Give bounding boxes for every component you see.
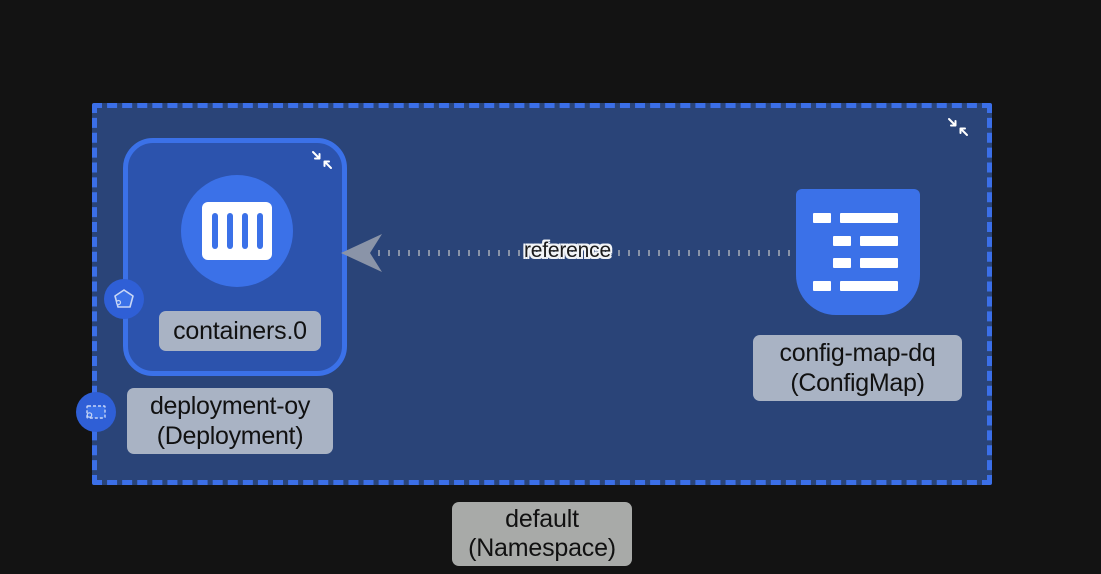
configmap-key-bar	[813, 213, 831, 223]
containers-child-label: containers.0	[173, 316, 307, 345]
container-bars-glyph	[202, 202, 272, 260]
configmap-value-bar	[860, 258, 898, 269]
configmap-icon-row	[813, 235, 903, 246]
container-bar	[211, 213, 218, 249]
container-bar	[256, 213, 263, 249]
configmap-key-bar	[813, 280, 831, 291]
deployment-label-chip[interactable]: deployment-oy (Deployment)	[127, 388, 333, 454]
dashed-rect-glyph	[86, 405, 106, 419]
configmap-icon-row	[813, 213, 903, 223]
configmap-name: config-map-dq	[779, 339, 936, 367]
configmap-key-bar	[833, 235, 851, 246]
pentagon-container-icon[interactable]	[104, 279, 144, 319]
configmap-icon-row	[813, 258, 903, 269]
configmap-value-bar	[840, 280, 898, 291]
collapse-icon[interactable]	[947, 117, 969, 137]
collapse-icon[interactable]	[311, 150, 333, 170]
deployment-kind: (Deployment)	[156, 422, 304, 450]
configmap-label-chip[interactable]: config-map-dq (ConfigMap)	[753, 335, 962, 401]
namespace-name: default	[505, 505, 579, 533]
containers-child-chip[interactable]: containers.0	[159, 311, 321, 351]
deployment-name: deployment-oy	[149, 392, 311, 420]
configmap-icon-row	[813, 280, 903, 291]
configmap-key-bar	[833, 258, 851, 269]
namespace-kind: (Namespace)	[468, 534, 616, 562]
pentagon-glyph	[114, 289, 134, 308]
namespace-label-chip[interactable]: default (Namespace)	[452, 502, 632, 566]
reference-edge-label: reference	[524, 239, 611, 262]
configmap-icon-rows	[796, 189, 920, 315]
configmap-list-icon[interactable]	[796, 189, 920, 315]
configmap-value-bar	[840, 213, 898, 223]
deployment-card[interactable]: containers.0	[123, 138, 347, 376]
dashed-rect-deployment-icon[interactable]	[76, 392, 116, 432]
configmap-value-bar	[860, 235, 898, 246]
configmap-kind: (ConfigMap)	[790, 369, 925, 397]
container-bar	[226, 213, 233, 249]
container-bars-icon	[181, 175, 293, 287]
container-bar	[241, 213, 248, 249]
